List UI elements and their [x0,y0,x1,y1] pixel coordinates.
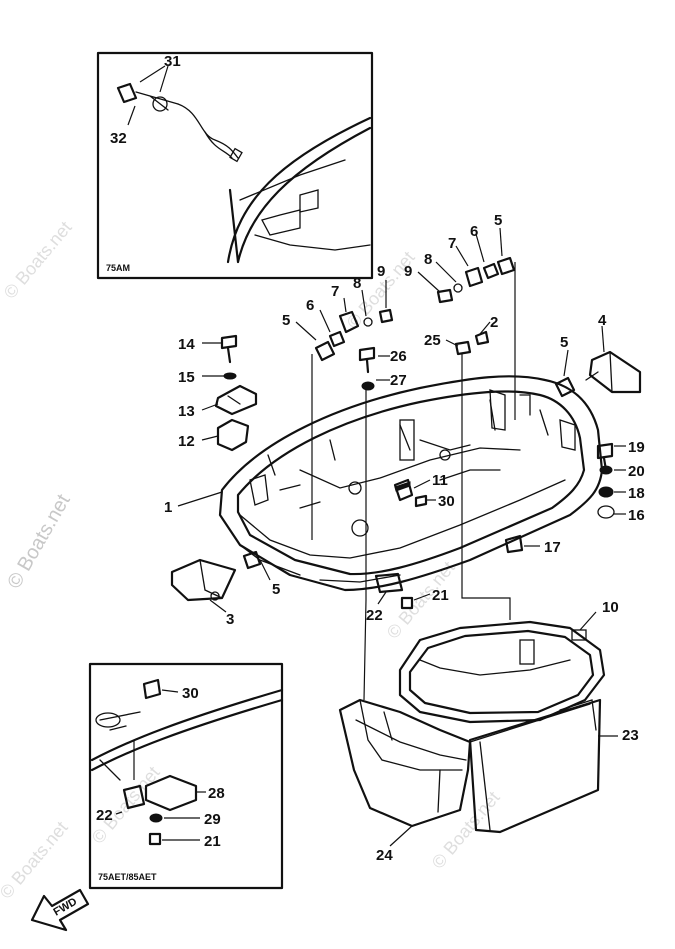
callout-21a: 21 [432,587,449,604]
fwd-label: FWD [52,896,80,919]
callout-3: 3 [226,611,234,628]
watermark-upper: © Boats.net [0,217,76,302]
callout-10: 10 [602,599,619,616]
callout-21b: 21 [204,833,221,850]
bottom-cowling [218,375,604,592]
callout-20: 20 [628,463,645,480]
inset-75aet: 30 28 22 29 21 75AET/85AET [88,662,284,890]
fwd-arrow: FWD [30,888,90,932]
callout-18: 18 [628,485,645,502]
inset-75am-label: 75AM [106,263,130,273]
lower-cover-24 [338,698,472,847]
watermark-bottom-left: © Boats.net [0,817,72,902]
callout-23: 23 [622,727,639,744]
side-plate-23 [468,698,618,834]
callout-11: 11 [432,472,448,489]
callout-8a: 8 [353,275,361,292]
callouts: 14 15 13 12 1 5 6 7 8 9 26 27 25 2 9 8 7… [164,212,645,864]
watermark-left: © Boats.net [3,490,75,592]
callout-6a: 6 [306,297,314,314]
callout-14: 14 [178,336,195,353]
callout-17: 17 [544,539,561,556]
callout-4: 4 [598,312,607,329]
callout-1: 1 [164,499,172,516]
callout-16: 16 [628,507,645,524]
inset-75am: 31 32 75AM [96,51,374,280]
callout-30a: 30 [438,493,455,510]
callout-15: 15 [178,369,195,386]
callout-13: 13 [178,403,195,420]
callout-19: 19 [628,439,645,456]
callout-31: 31 [164,53,181,70]
callout-22b: 22 [96,807,113,824]
callout-28: 28 [208,785,225,802]
callout-12: 12 [178,433,195,450]
callout-32: 32 [110,130,127,147]
stop-switch [116,82,138,104]
inset-75aet-label: 75AET/85AET [98,872,157,882]
callout-5c: 5 [560,334,568,351]
callout-2: 2 [490,314,498,331]
inset-75am-cowling [226,116,372,264]
callout-9b: 9 [404,263,412,280]
callout-5d: 5 [272,581,280,598]
callout-9a: 9 [377,263,385,280]
callout-6b: 6 [470,223,478,240]
cowling-inner-rim [236,390,586,576]
callout-30b: 30 [182,685,199,702]
grommet-11 [393,478,414,502]
callout-22a: 22 [366,607,383,624]
callout-25: 25 [424,332,441,349]
leader-lines [177,227,626,701]
callout-5a: 5 [282,312,290,329]
seal-10 [398,611,606,724]
callout-27: 27 [390,372,407,389]
inset-75aet-frame [88,662,284,890]
mount-right-4 [585,350,642,394]
callout-26: 26 [390,348,407,365]
callout-7b: 7 [448,235,456,252]
cowling-outer-rim [218,375,604,592]
callout-29: 29 [204,811,221,828]
mount-left-3 [170,558,237,602]
inset-75am-frame [96,51,374,280]
callout-8b: 8 [424,251,432,268]
fwd-arrow-icon [30,888,90,932]
callout-5b: 5 [494,212,502,229]
hardware [214,256,615,610]
callout-7a: 7 [331,283,339,300]
callout-24: 24 [376,847,393,864]
